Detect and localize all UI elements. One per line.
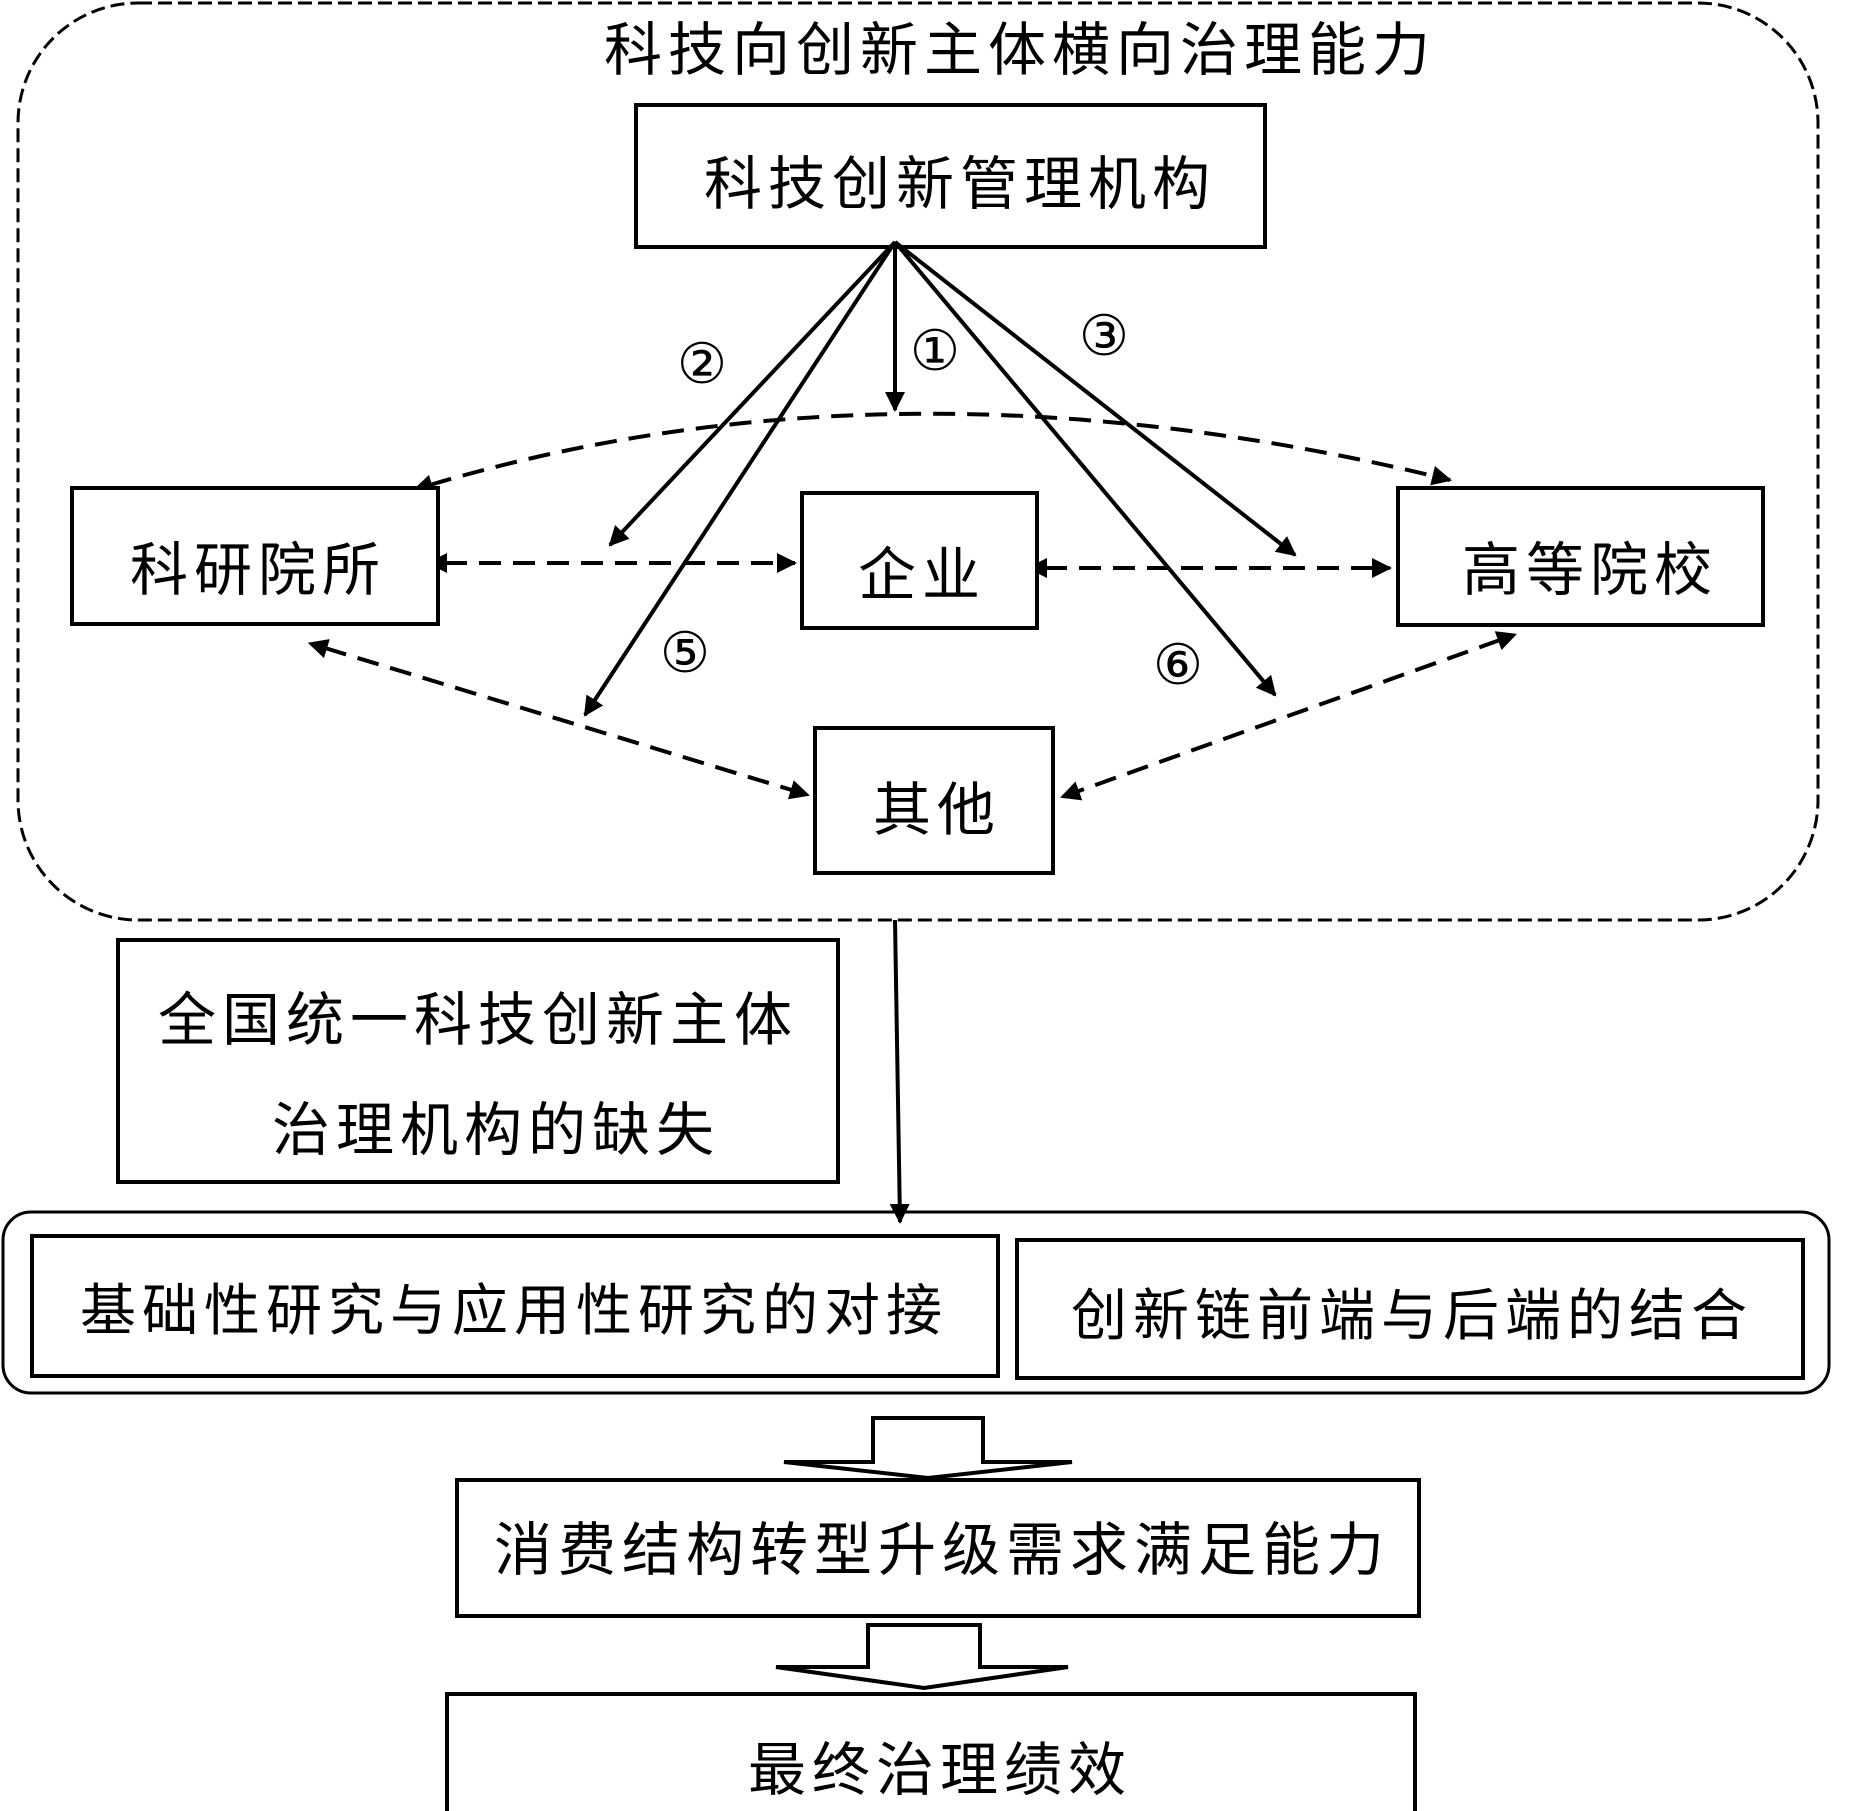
governance-frame	[16, 1, 1820, 922]
enterprise-box	[800, 491, 1039, 630]
marker-2: ②	[677, 332, 727, 397]
management-label: 科技创新管理机构	[704, 150, 1216, 218]
research-institutes-label: 科研院所	[130, 536, 386, 604]
arrow-frame-to-links	[889, 919, 910, 1224]
gap-line-2: 治理机构的缺失	[272, 1096, 720, 1164]
marker-6: ⑥	[1153, 633, 1203, 698]
gap-box	[116, 938, 840, 1184]
performance-box	[445, 1692, 1417, 1811]
gap-line-1: 全国统一科技创新主体	[158, 986, 798, 1054]
arrow-5-to-left-lower	[583, 240, 897, 717]
others-box	[813, 726, 1055, 875]
link-box-left	[30, 1234, 1000, 1378]
block-arrow-1	[783, 1416, 1073, 1481]
universities-box	[1396, 486, 1765, 627]
link-box-right-label: 创新链前端与后端的结合	[1071, 1284, 1753, 1349]
link-research-universities	[412, 411, 1452, 495]
management-box	[634, 103, 1267, 249]
demand-box	[455, 1478, 1421, 1618]
enterprise-label: 企业	[858, 541, 986, 609]
marker-5: ⑤	[660, 621, 710, 686]
demand-label: 消费结构转型升级需求满足能力	[494, 1516, 1390, 1584]
marker-1: ①	[910, 319, 960, 384]
link-box-left-label: 基础性研究与应用性研究的对接	[80, 1279, 948, 1344]
block-arrow-2	[775, 1623, 1069, 1691]
arrow-3-to-universities	[893, 240, 1297, 557]
universities-label: 高等院校	[1462, 536, 1718, 604]
link-container	[1, 1210, 1831, 1395]
link-research-others	[307, 639, 810, 800]
performance-label: 最终治理绩效	[748, 1736, 1132, 1804]
frame-title-backdrop	[580, 10, 1470, 80]
others-label: 其他	[873, 776, 1001, 844]
arrow-2-to-research	[608, 240, 897, 547]
frame-title: 科技向创新主体横向治理能力	[604, 16, 1436, 84]
link-universities-others	[1060, 631, 1517, 801]
link-box-right	[1015, 1238, 1805, 1380]
marker-3: ③	[1079, 304, 1129, 369]
research-institutes-box	[70, 486, 440, 626]
